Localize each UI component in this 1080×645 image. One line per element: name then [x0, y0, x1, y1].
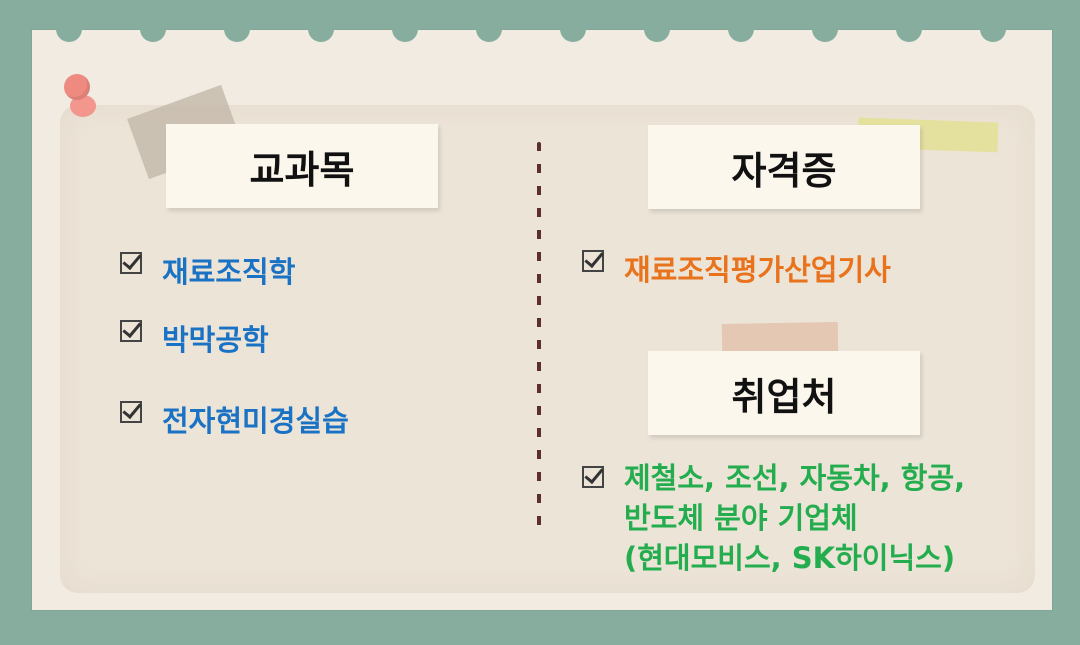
subject-item: 재료조직학	[162, 255, 296, 289]
list-item: 박막공학	[120, 320, 269, 360]
checkbox-icon	[582, 466, 604, 488]
list-item: 재료조직학	[120, 252, 295, 292]
binder-ring	[224, 0, 250, 42]
dashed-divider	[537, 142, 541, 527]
binder-ring	[140, 0, 166, 42]
binder-ring	[476, 0, 502, 42]
list-item: 전자현미경실습	[120, 401, 349, 441]
binder-ring	[728, 0, 754, 42]
binder-ring	[560, 0, 586, 42]
binder-ring	[644, 0, 670, 42]
binder-ring	[392, 0, 418, 42]
subject-item: 전자현미경실습	[162, 404, 349, 438]
checkbox-icon	[120, 320, 142, 342]
binder-ring	[308, 0, 334, 42]
employers-line: (현대모비스, SK하이닉스)	[624, 541, 956, 575]
binder-ring	[812, 0, 838, 42]
list-item: 제철소, 조선, 자동차, 항공, 반도체 분야 기업체 (현대모비스, SK하…	[582, 458, 965, 578]
binder-ring	[56, 0, 82, 42]
checkbox-icon	[120, 401, 142, 423]
list-item: 재료조직평가산업기사	[582, 250, 891, 290]
checkbox-icon	[582, 250, 604, 272]
binder-ring	[896, 0, 922, 42]
certificates-title: 자격증	[648, 125, 920, 209]
checkbox-icon	[120, 252, 142, 274]
subjects-title: 교과목	[166, 124, 438, 208]
binder-ring	[980, 0, 1006, 42]
subject-item: 박막공학	[162, 323, 269, 357]
pushpin-icon	[70, 95, 96, 117]
certificate-item: 재료조직평가산업기사	[624, 253, 891, 287]
employers-line: 반도체 분야 기업체	[624, 501, 858, 535]
employers-line: 제철소, 조선, 자동차, 항공,	[624, 461, 966, 495]
employers-text: 제철소, 조선, 자동차, 항공, 반도체 분야 기업체 (현대모비스, SK하…	[624, 458, 965, 578]
employers-title: 취업처	[648, 351, 920, 435]
pushpin-icon	[64, 74, 90, 100]
